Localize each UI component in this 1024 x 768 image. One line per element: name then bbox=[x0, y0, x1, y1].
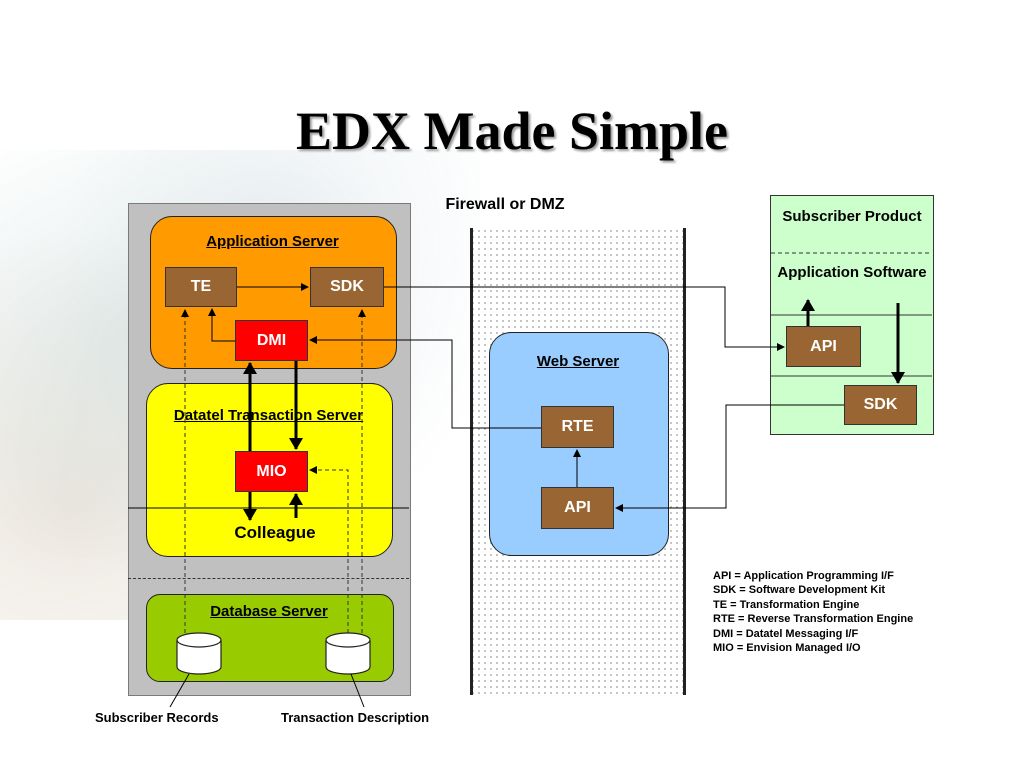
transaction-description-caption: Transaction Description bbox=[281, 710, 430, 725]
legend-item: TE = Transformation Engine bbox=[713, 598, 860, 611]
application-server-label: Application Server bbox=[206, 233, 339, 250]
transaction-description-pointer bbox=[350, 673, 365, 708]
transaction-description-cylinder bbox=[325, 632, 371, 675]
dmz-right-bar bbox=[683, 228, 686, 695]
web-api-component: API bbox=[541, 487, 614, 529]
firewall-label: Firewall or DMZ bbox=[445, 196, 565, 213]
legend-item: API = Application Programming I/F bbox=[713, 570, 894, 582]
mio-component: MIO bbox=[235, 451, 308, 492]
subscriber-sdk-component: SDK bbox=[844, 385, 917, 425]
transaction-server-label: Datatel Transaction Server bbox=[173, 407, 364, 424]
colleague-label: Colleague bbox=[234, 523, 316, 542]
subscriber-product-label: Subscriber Product bbox=[782, 208, 922, 225]
sdk-component: SDK bbox=[310, 267, 384, 307]
subscriber-sdk-to-api-arrow bbox=[615, 404, 844, 512]
dmi-component: DMI bbox=[235, 320, 308, 361]
page-title: EDX Made Simple bbox=[296, 101, 728, 161]
application-software-label: Application Software bbox=[777, 264, 927, 281]
dmi-to-te-arrow bbox=[208, 308, 235, 342]
te-component: TE bbox=[165, 267, 237, 307]
web-server-label: Web Server bbox=[536, 353, 620, 370]
legend-item: DMI = Datatel Messaging I/F bbox=[713, 627, 859, 640]
legend-item: MIO = Envision Managed I/O bbox=[713, 642, 861, 655]
network-divider bbox=[128, 578, 409, 579]
legend-item: SDK = Software Development Kit bbox=[713, 584, 886, 597]
legend: API = Application Programming I/F SDK = … bbox=[713, 569, 913, 655]
subscriber-api-component: API bbox=[786, 326, 861, 367]
transaction-server-box bbox=[146, 383, 393, 557]
database-server-label: Database Server bbox=[210, 603, 328, 620]
sdk-to-subscriber-api-arrow bbox=[384, 286, 785, 351]
rte-component: RTE bbox=[541, 406, 614, 448]
subscriber-records-cylinder bbox=[176, 632, 222, 675]
subscriber-records-caption: Subscriber Records bbox=[95, 710, 219, 725]
rte-to-dmi-arrow bbox=[309, 336, 541, 429]
dmz-left-bar bbox=[470, 228, 473, 695]
legend-item: RTE = Reverse Transformation Engine bbox=[713, 613, 914, 626]
subscriber-records-pointer bbox=[169, 673, 190, 708]
db-to-mio-dashed bbox=[309, 466, 349, 640]
